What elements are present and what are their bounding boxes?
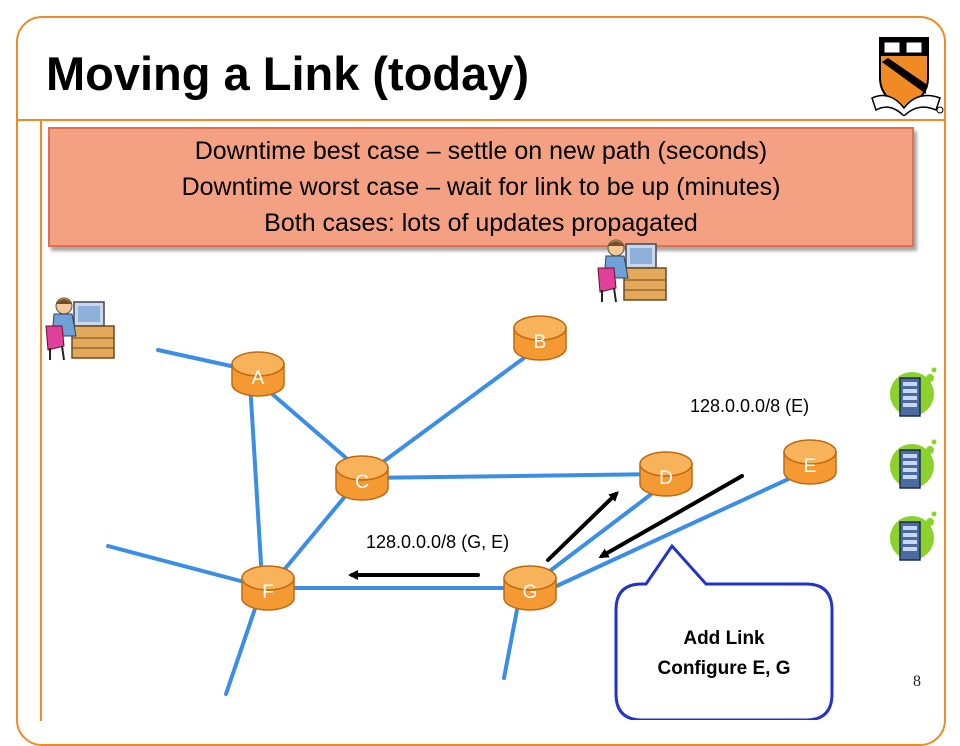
arrow-g-to-d (546, 491, 619, 562)
slide-title: Moving a Link (today) (46, 47, 530, 100)
link-a-f (248, 380, 264, 582)
network-diagram: A B C D E F G 128.0.0.0/8 (E) 128.0.0.0/8 (G, … (45, 239, 938, 720)
link-b-c (370, 350, 534, 472)
link-e-g-new (546, 468, 810, 592)
router-label-g: G (523, 582, 538, 603)
route-label-ge: 128.0.0.0/8 (G, E) (366, 532, 509, 552)
server-1-icon (889, 366, 938, 417)
router-label-f: F (262, 582, 274, 603)
bubble-line-1: Add Link (683, 628, 765, 649)
link-a-c (254, 378, 362, 472)
callout-line-1: Downtime best case – settle on new path … (194, 137, 768, 165)
router-c: C (335, 455, 389, 501)
router-label-e: E (804, 456, 817, 477)
server-3-icon (889, 510, 938, 561)
callout-line-3: Both cases: lots of updates propagated (264, 209, 698, 237)
slide: Moving a Link (today) Downtime best case… (16, 16, 946, 746)
arrow-e-to-g (598, 474, 744, 558)
router-b: B (513, 315, 567, 361)
downtime-callout: Downtime best case – settle on new path … (48, 127, 914, 247)
server-2-icon (889, 438, 938, 489)
page-number: 8 (913, 673, 921, 690)
left-divider (40, 121, 42, 721)
operator-top-icon (597, 239, 667, 303)
router-label-d: D (659, 468, 673, 489)
link-d-g (536, 484, 664, 582)
operator-left-icon (45, 297, 115, 361)
princeton-shield-icon (871, 37, 944, 116)
router-a: A (231, 351, 285, 397)
router-e: E (783, 439, 837, 485)
router-label-c: C (355, 472, 369, 493)
link-f-external-bottom (224, 592, 262, 696)
link-a-external (156, 348, 242, 370)
add-link-speech-bubble: Add Link Configure E, G (614, 543, 834, 720)
router-f: F (241, 565, 295, 611)
link-c-d (360, 472, 668, 480)
router-label-b: B (534, 332, 547, 353)
router-g: G (503, 565, 557, 611)
router-label-a: A (252, 368, 265, 389)
link-c-f (272, 486, 354, 584)
bubble-line-2: Configure E, G (658, 658, 791, 679)
callout-line-2: Downtime worst case – wait for link to b… (181, 173, 781, 201)
link-f-external-left (106, 544, 254, 586)
router-d: D (639, 451, 693, 497)
route-label-e: 128.0.0.0/8 (E) (690, 396, 809, 416)
title-divider (18, 119, 944, 121)
